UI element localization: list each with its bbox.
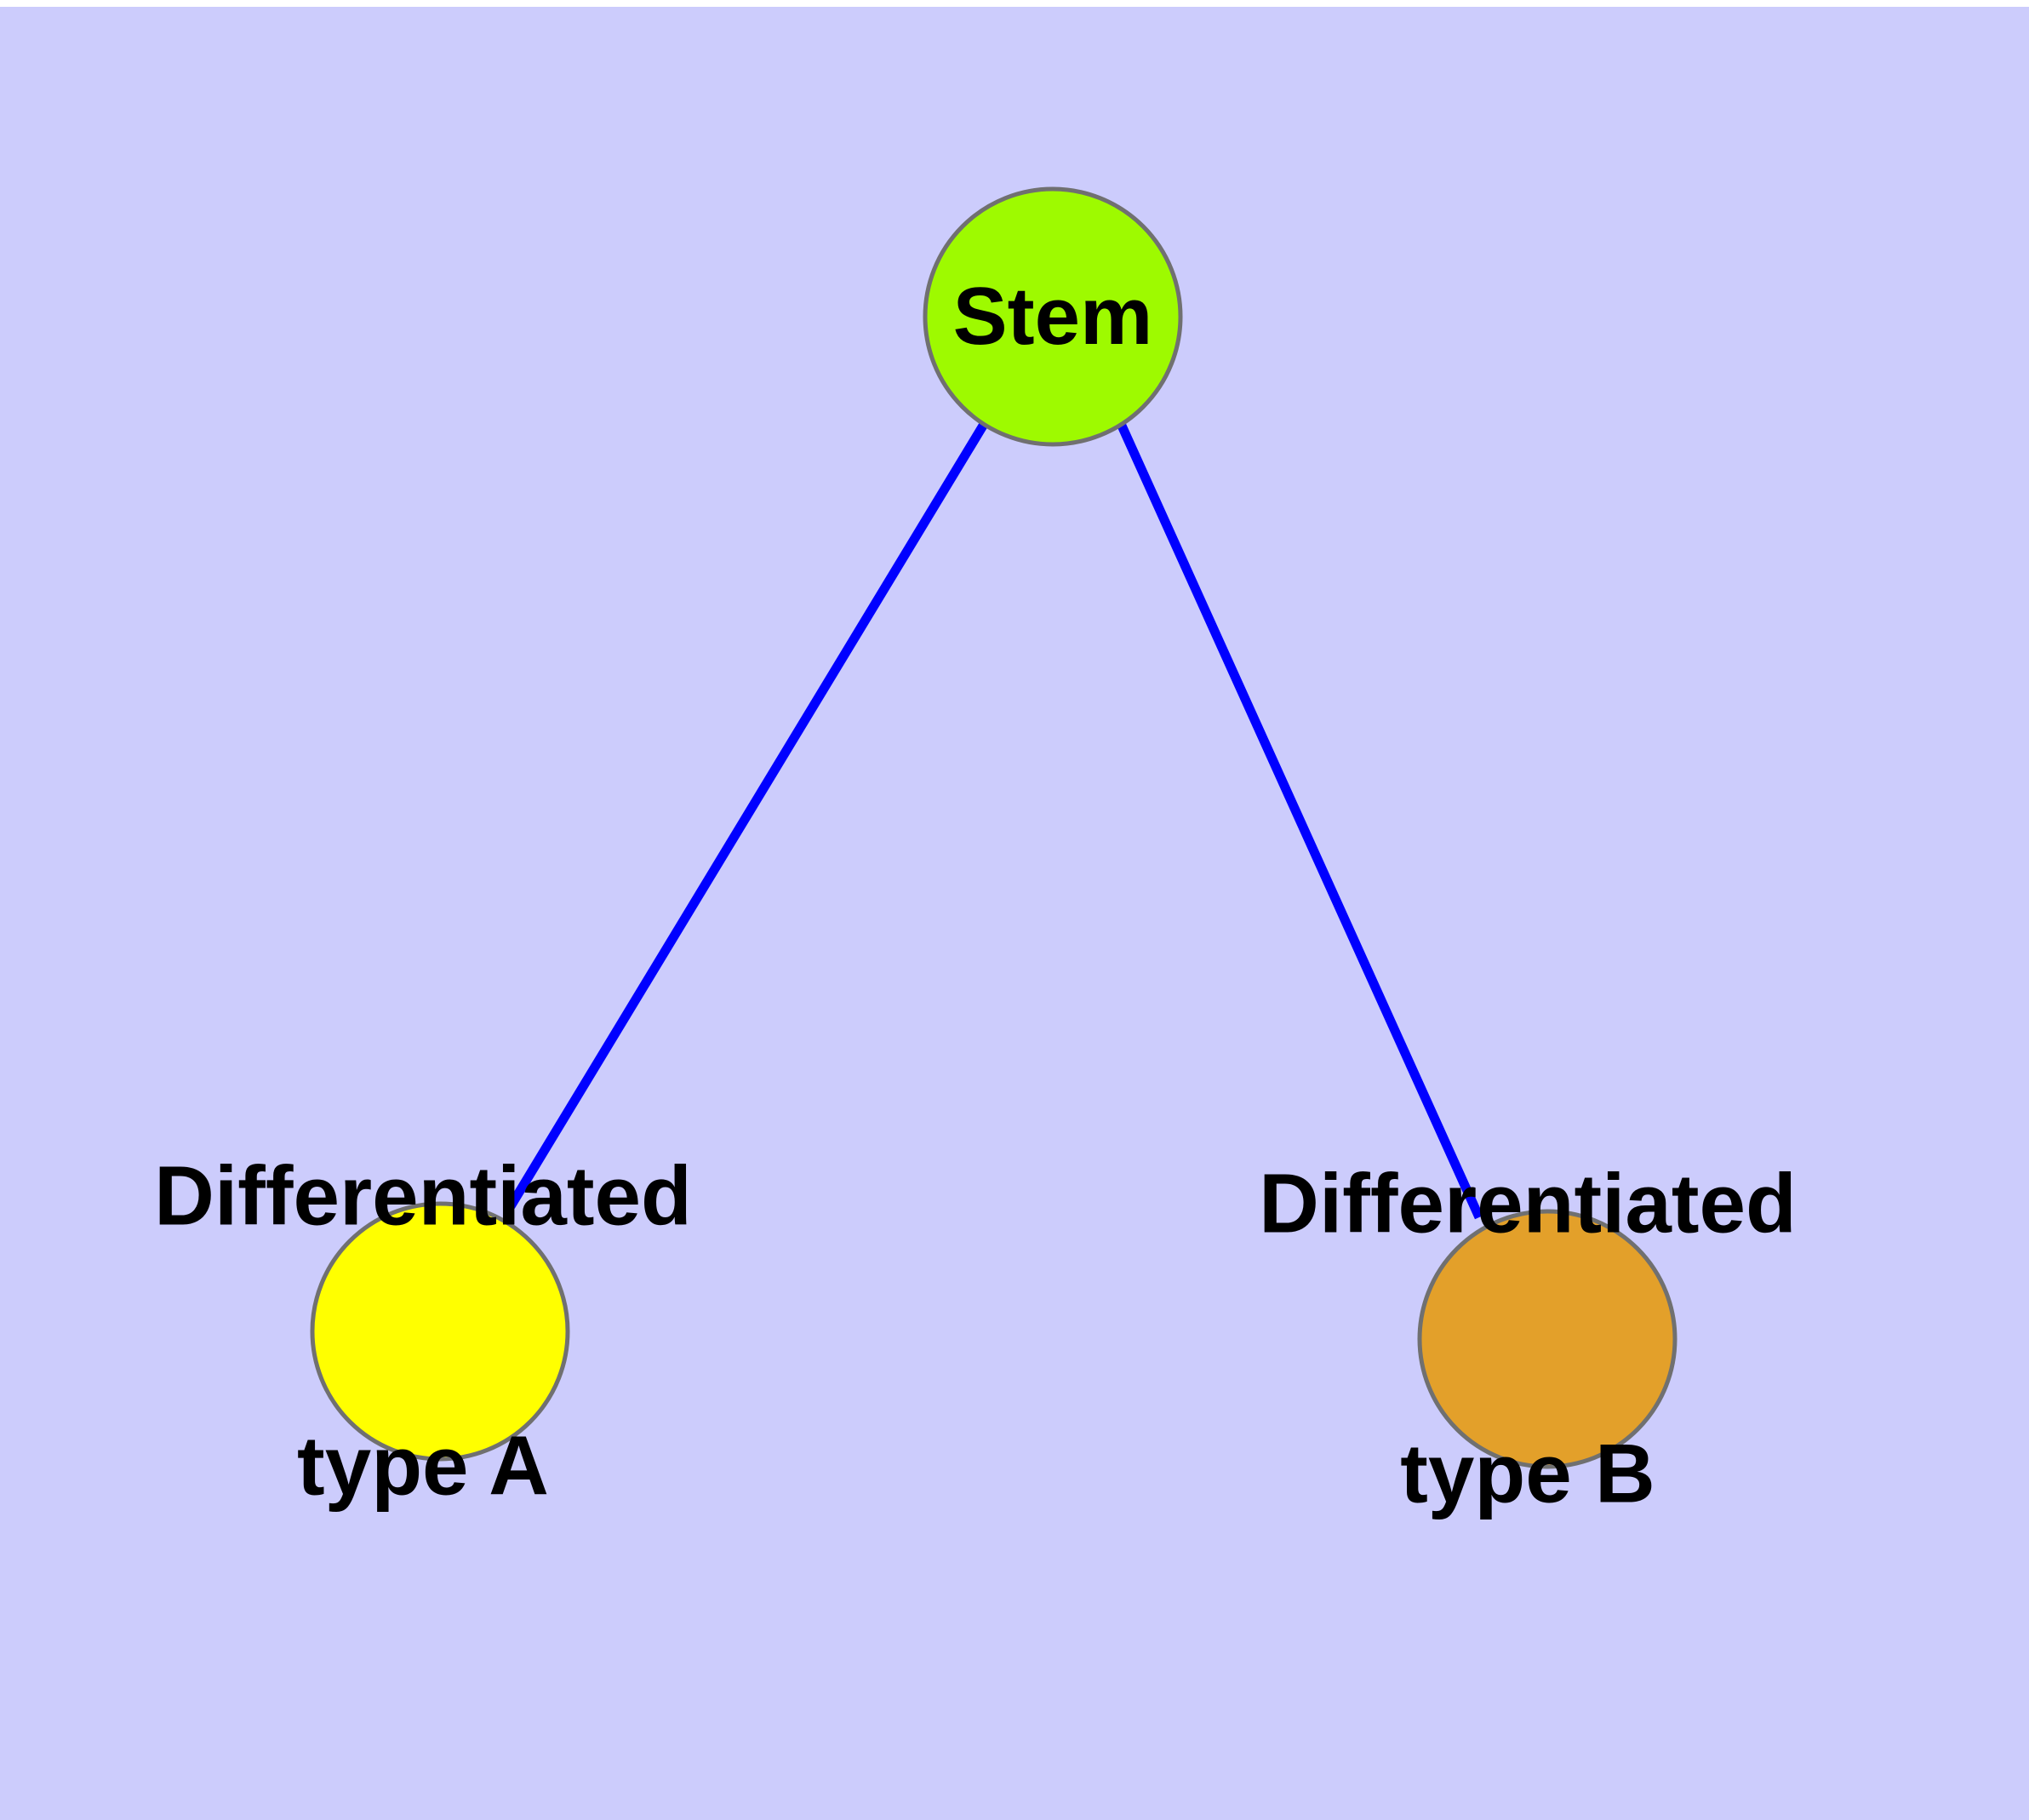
node-circle-stem[interactable] [923, 186, 1183, 447]
edge-stem-to-type-a [506, 423, 987, 1209]
edge-stem-to-type-b [1117, 423, 1484, 1220]
node-circle-differentiated-type-b[interactable] [1417, 1209, 1677, 1469]
node-circle-differentiated-type-a[interactable] [310, 1201, 570, 1462]
